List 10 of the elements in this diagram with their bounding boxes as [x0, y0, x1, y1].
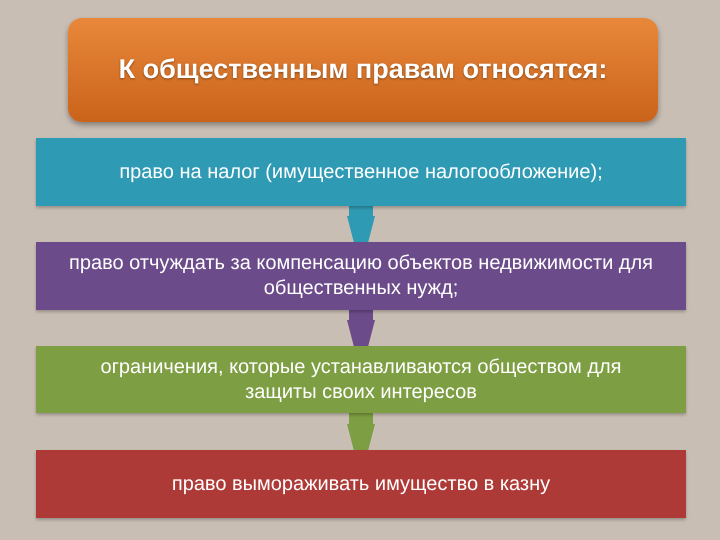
title-text: К общественным правам относятся: — [118, 53, 608, 86]
item-text: право вымораживать имущество в казну — [172, 472, 550, 496]
item-text: право на налог (имущественное налогообложение); — [119, 160, 603, 184]
item-box — [36, 138, 686, 206]
item-text: право отчуждать за компенсацию объектов недвижимости для общественных нужд; — [68, 251, 654, 301]
item-box — [36, 450, 686, 518]
title-box — [68, 18, 658, 122]
item-text: ограничения, которые устанавливаются обществом для защиты своих интересов — [100, 354, 622, 404]
item-box — [36, 242, 686, 310]
item-box — [36, 346, 686, 413]
